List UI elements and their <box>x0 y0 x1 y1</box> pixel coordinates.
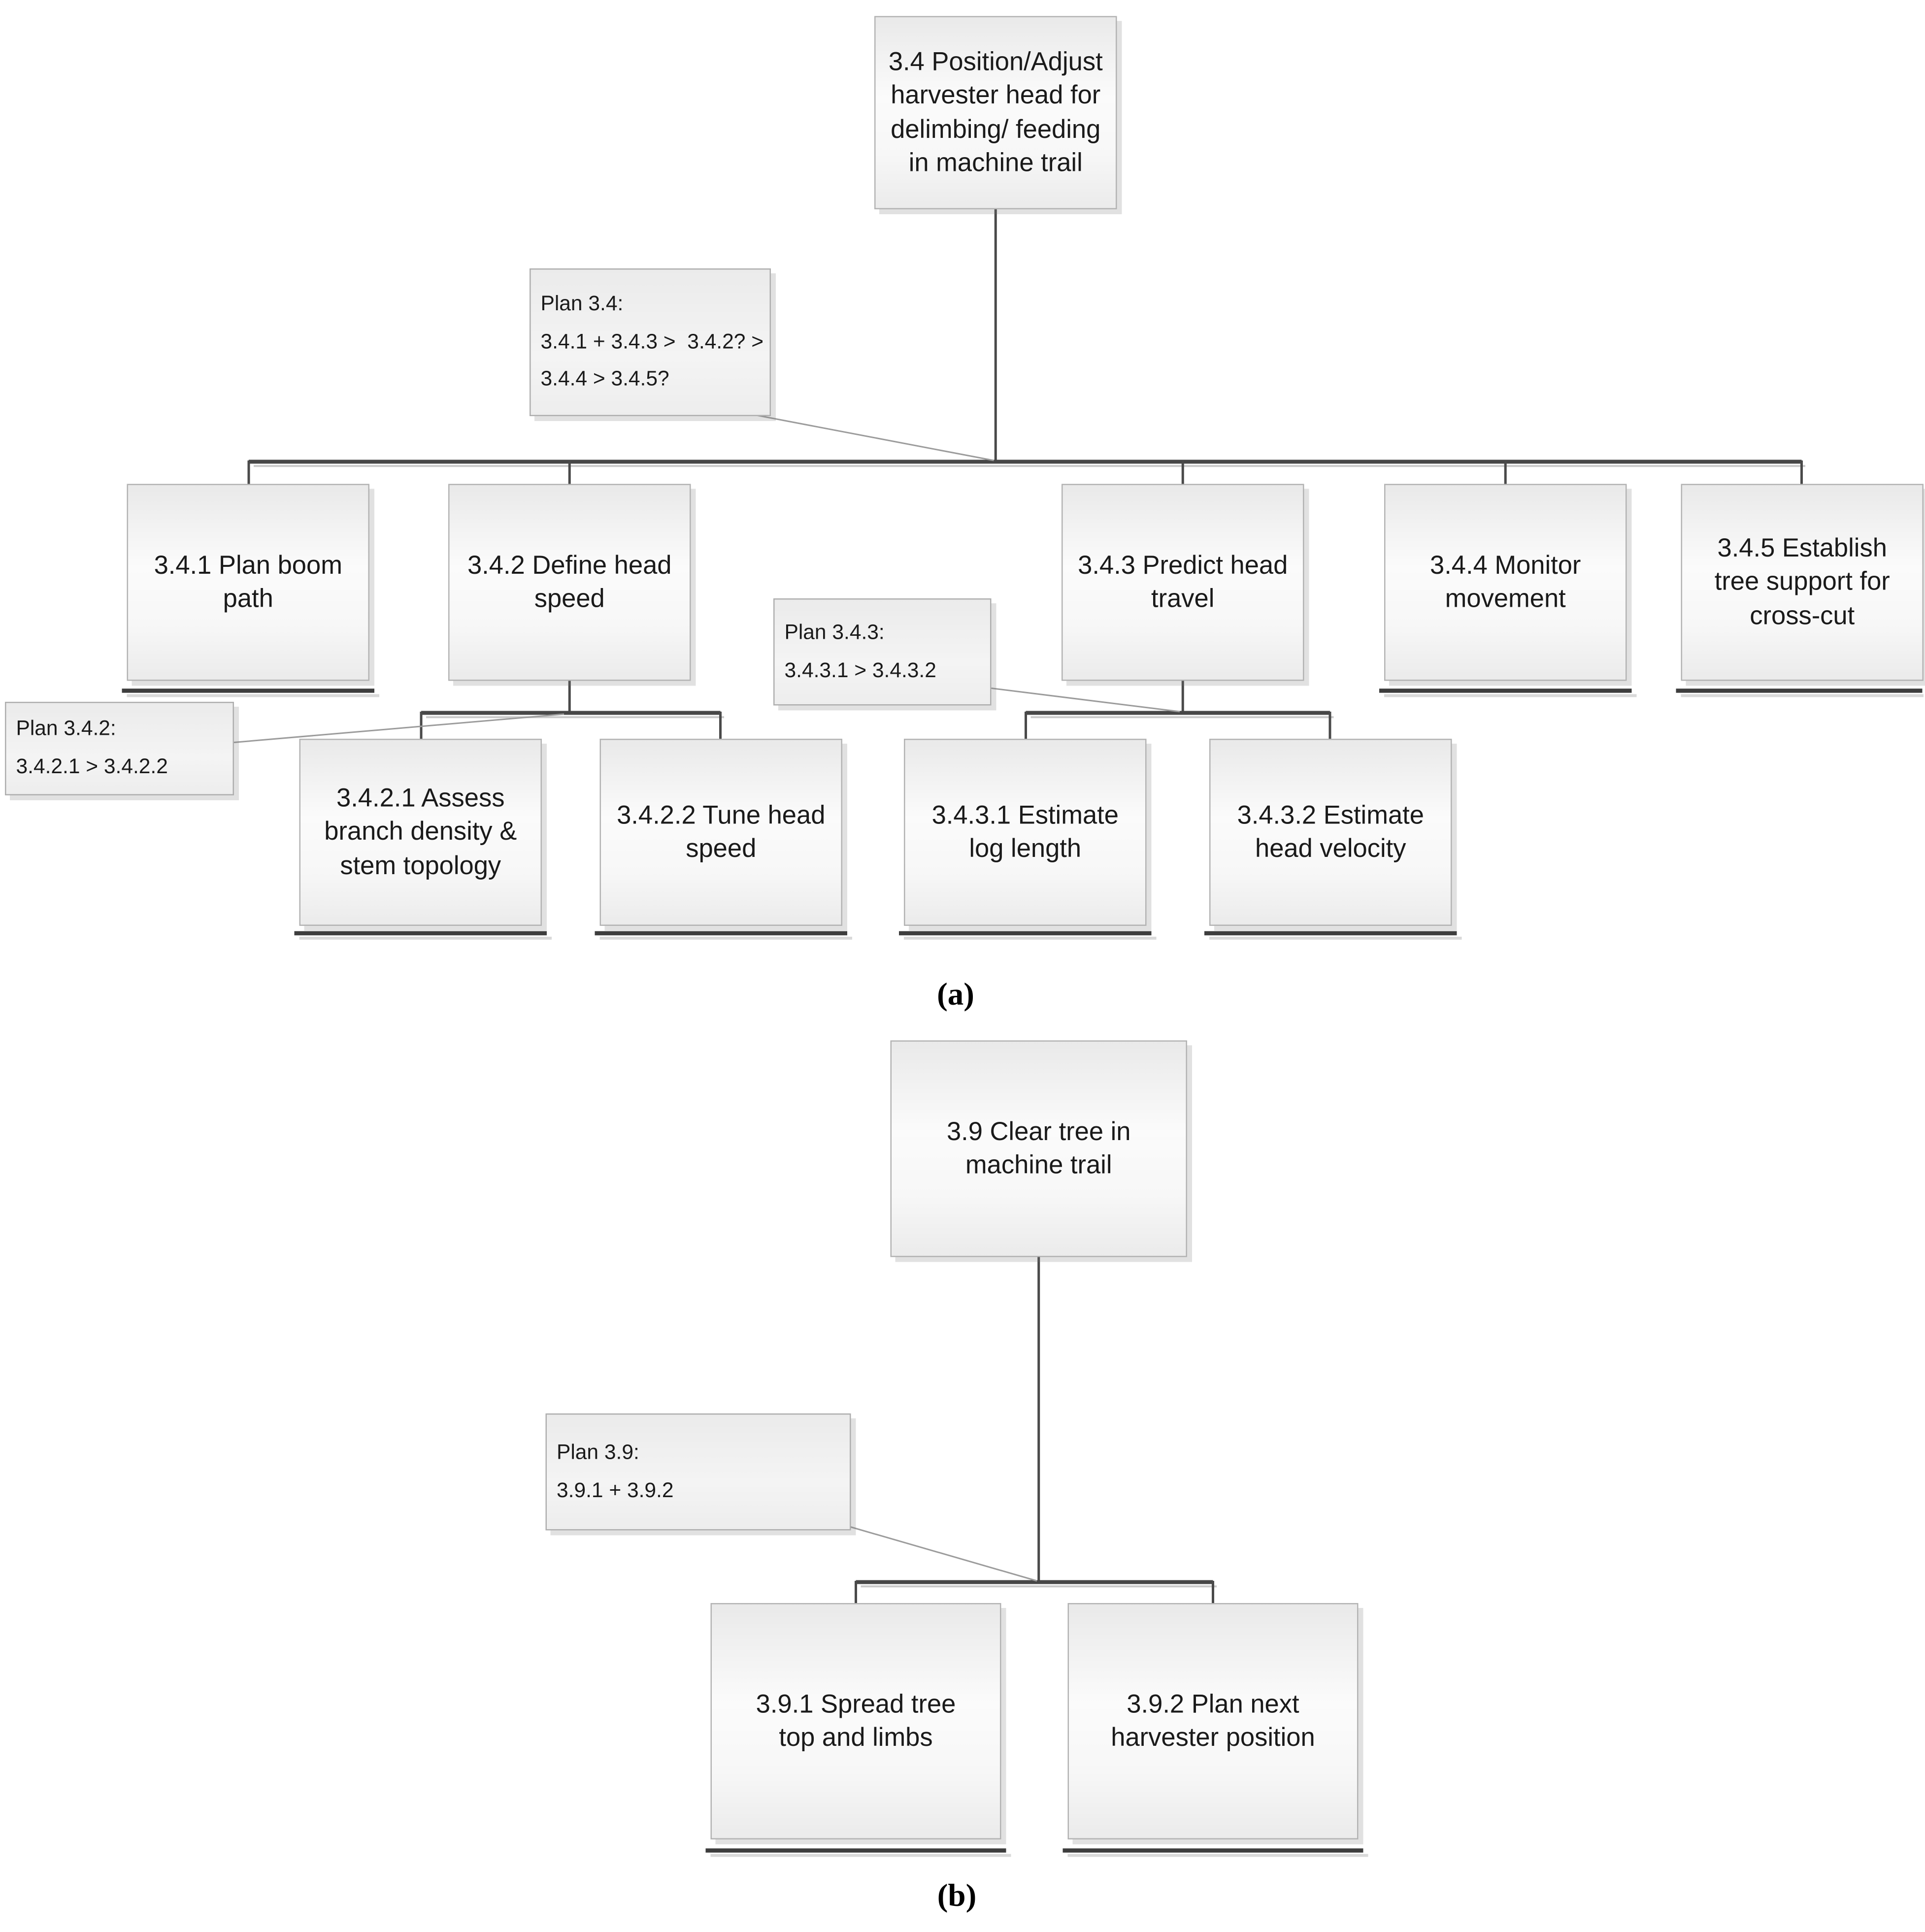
task-box-3-4-2: 3.4.2 Define head speed <box>448 484 691 681</box>
task-box-3-4-3-2: 3.4.3.2 Estimate head velocity <box>1209 739 1452 926</box>
panel-a-caption: (a) <box>937 976 974 1013</box>
plan-note-3-4: Plan 3.4: 3.4.1 + 3.4.3 > 3.4.2? > 3.4.4… <box>530 268 771 416</box>
task-box-3-4-5: 3.4.5 Establish tree support for cross-c… <box>1681 484 1924 681</box>
leader-plan-3-9 <box>849 1526 1037 1582</box>
task-box-3-9: 3.9 Clear tree in machine trail <box>890 1040 1187 1257</box>
task-box-3-4-3-1: 3.4.3.1 Estimate log length <box>904 739 1147 926</box>
plan-note-3-9: Plan 3.9: 3.9.1 + 3.9.2 <box>545 1413 851 1531</box>
task-box-3-9-2: 3.9.2 Plan next harvester position <box>1067 1603 1359 1839</box>
task-box-3-4-3: 3.4.3 Predict head travel <box>1062 484 1304 681</box>
task-box-3-4-2-2: 3.4.2.2 Tune head speed <box>599 739 842 926</box>
panel-b-caption: (b) <box>937 1877 977 1914</box>
task-box-3-4-2-1: 3.4.2.1 Assess branch density & stem top… <box>299 739 542 926</box>
plan-note-3-4-3: Plan 3.4.3: 3.4.3.1 > 3.4.3.2 <box>773 598 992 706</box>
leader-plan-3-4-2 <box>233 713 564 743</box>
task-box-3-9-1: 3.9.1 Spread tree top and limbs <box>710 1603 1001 1839</box>
leader-plan-3-4 <box>755 414 994 461</box>
task-box-3-4-4: 3.4.4 Monitor movement <box>1384 484 1627 681</box>
leader-plan-3-4-3 <box>991 688 1180 713</box>
task-box-3-4-1: 3.4.1 Plan boom path <box>127 484 369 681</box>
plan-note-3-4-2: Plan 3.4.2: 3.4.2.1 > 3.4.2.2 <box>5 702 234 795</box>
task-box-3-4: 3.4 Position/Adjust harvester head for d… <box>874 16 1117 209</box>
